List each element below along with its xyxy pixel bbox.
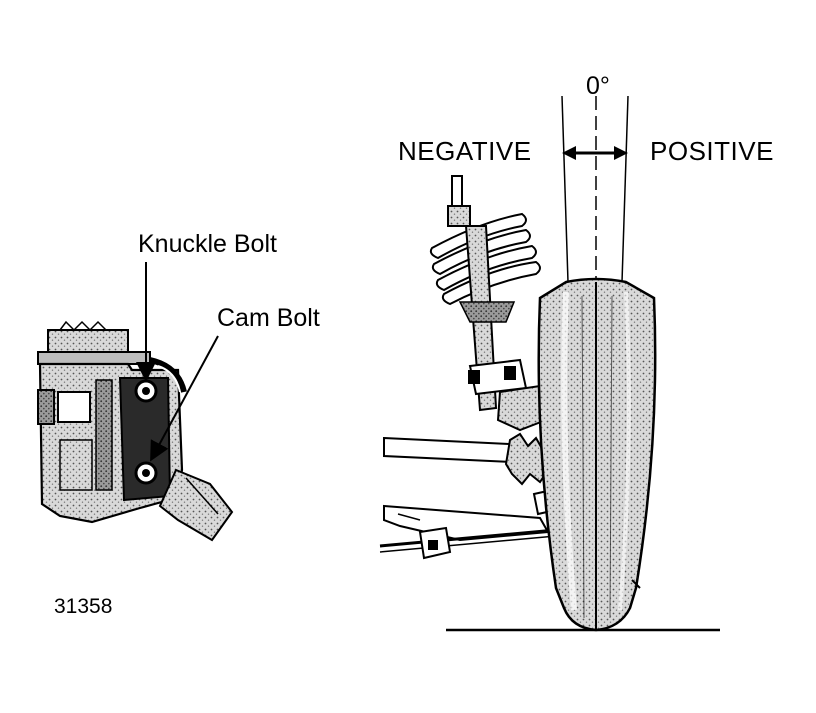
positive-label: POSITIVE bbox=[650, 136, 774, 166]
cam-bolt-leader bbox=[150, 335, 219, 462]
zero-degree-label: 0° bbox=[586, 72, 610, 100]
strut-flange bbox=[37, 351, 151, 365]
cam-bolt-label: Cam Bolt bbox=[217, 304, 320, 332]
camber-indicator bbox=[561, 95, 629, 283]
negative-label: NEGATIVE bbox=[398, 136, 532, 166]
negative-limit-line bbox=[561, 95, 569, 283]
suspension-assembly bbox=[379, 175, 558, 560]
knuckle-bolt-label: Knuckle Bolt bbox=[138, 230, 277, 258]
wheel-tire bbox=[446, 277, 720, 632]
figure-number: 31358 bbox=[54, 595, 113, 618]
drive-axle bbox=[383, 436, 514, 464]
lower-arm bbox=[158, 468, 234, 542]
tie-rod bbox=[379, 528, 557, 548]
positive-limit-line bbox=[621, 95, 629, 283]
lower-control-arm bbox=[383, 504, 550, 542]
knuckle-assembly bbox=[37, 262, 234, 542]
strut-stub bbox=[47, 329, 129, 353]
